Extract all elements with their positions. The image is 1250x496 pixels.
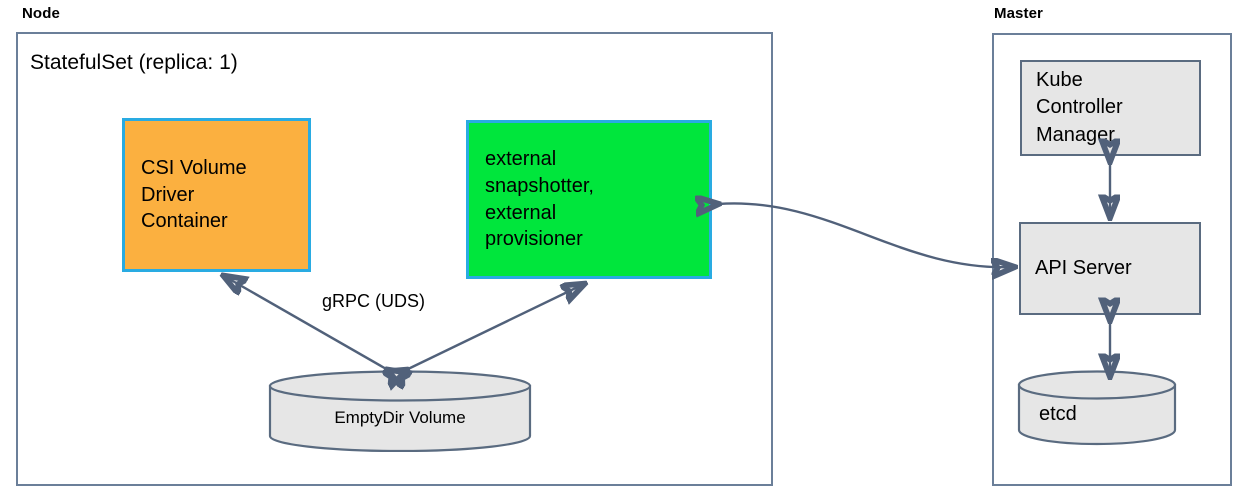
- csi-volume-driver-container-label: CSI Volume Driver Container: [141, 157, 247, 233]
- external-sidecars-label: external snapshotter, external provision…: [485, 148, 594, 251]
- grpc-uds-edge-label: gRPC (UDS): [322, 291, 426, 311]
- kube-controller-manager-box[interactable]: Kube Controller Manager: [1020, 60, 1201, 156]
- csi-volume-driver-container-box[interactable]: CSI Volume Driver Container: [122, 118, 311, 272]
- node-group-label: Node: [22, 5, 60, 22]
- api-server-label: API Server: [1035, 256, 1132, 279]
- etcd-cylinder[interactable]: etcd: [1017, 370, 1177, 446]
- external-sidecars-box[interactable]: external snapshotter, external provision…: [466, 120, 712, 279]
- api-server-box[interactable]: API Server: [1019, 222, 1201, 315]
- statefulset-title: StatefulSet (replica: 1): [30, 51, 238, 74]
- kube-controller-manager-label: Kube Controller Manager: [1036, 68, 1123, 146]
- etcd-label: etcd: [1039, 403, 1077, 425]
- master-group-label: Master: [994, 5, 1043, 22]
- emptydir-volume-cylinder[interactable]: EmptyDir Volume: [268, 370, 532, 452]
- emptydir-volume-label: EmptyDir Volume: [334, 408, 466, 427]
